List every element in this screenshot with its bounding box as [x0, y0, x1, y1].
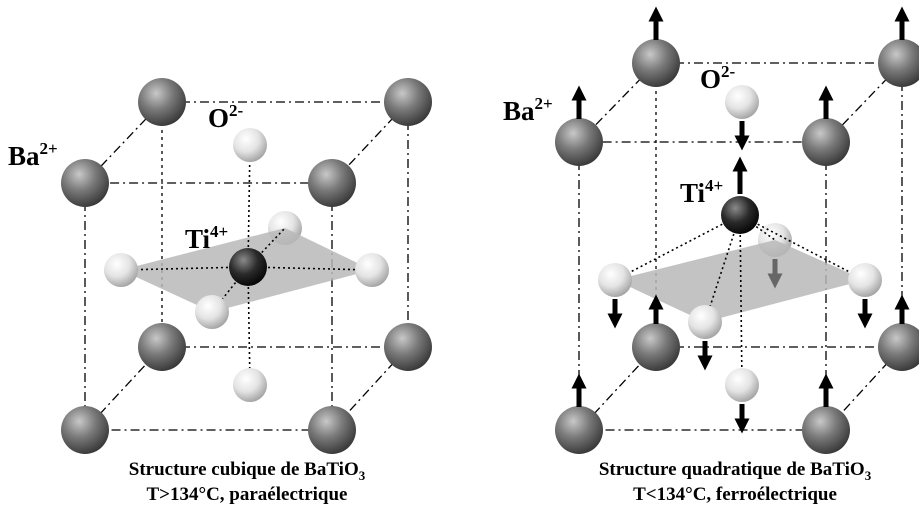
ti-atom — [229, 248, 267, 286]
o-atom-bottom — [725, 368, 759, 402]
o-atom-front — [195, 295, 229, 329]
cubic-cell: Ba2+ O2- Ti4+ Structure cubique de BaTiO… — [8, 78, 432, 505]
o-atom-top — [725, 85, 759, 119]
ba-label: Ba2+ — [8, 139, 58, 171]
ba-atom — [61, 406, 109, 454]
up-arrows — [571, 6, 910, 407]
ba-atom — [555, 406, 603, 454]
ti-label: Ti4+ — [185, 222, 228, 254]
o-atom-right — [355, 253, 389, 287]
o-label: O2- — [700, 62, 736, 94]
ba-atom — [308, 159, 356, 207]
ba-atom — [632, 323, 680, 371]
ba-atom — [138, 78, 186, 126]
ba-atom — [61, 159, 109, 207]
ba-atom — [802, 118, 850, 166]
ba-atom — [632, 39, 680, 87]
cubic-cube-edges — [83, 101, 410, 431]
o-atom-bottom — [233, 368, 267, 402]
tetragonal-caption-line1: Structure quadratique de BaTiO3 — [599, 459, 872, 483]
ti-atom — [721, 196, 759, 234]
o-atom-left — [598, 263, 632, 297]
o-atom-top — [233, 128, 267, 162]
ti-label: Ti4+ — [680, 176, 723, 208]
ba-atom — [138, 323, 186, 371]
ba-atom — [384, 78, 432, 126]
tetragonal-cell: Ba2+ O2- Ti4+ Structure quadratique de B… — [503, 6, 919, 505]
ba-label: Ba2+ — [503, 94, 553, 126]
tetragonal-caption-line2: T<134°C, ferroélectrique — [633, 484, 837, 505]
ba-atom — [878, 323, 919, 371]
ba-atom — [384, 323, 432, 371]
cubic-caption-line1: Structure cubique de BaTiO3 — [129, 459, 366, 483]
o-atom-right — [848, 263, 882, 297]
ba-atom — [802, 406, 850, 454]
o-atom-front — [688, 305, 722, 339]
o-label: O2- — [208, 101, 244, 133]
ba-atom — [878, 39, 919, 87]
ba-atom — [555, 118, 603, 166]
ba-atom — [308, 406, 356, 454]
o-atom-left — [104, 253, 138, 287]
cubic-caption-line2: T>134°C, paraélectrique — [146, 484, 347, 505]
down-arrows — [607, 121, 873, 434]
